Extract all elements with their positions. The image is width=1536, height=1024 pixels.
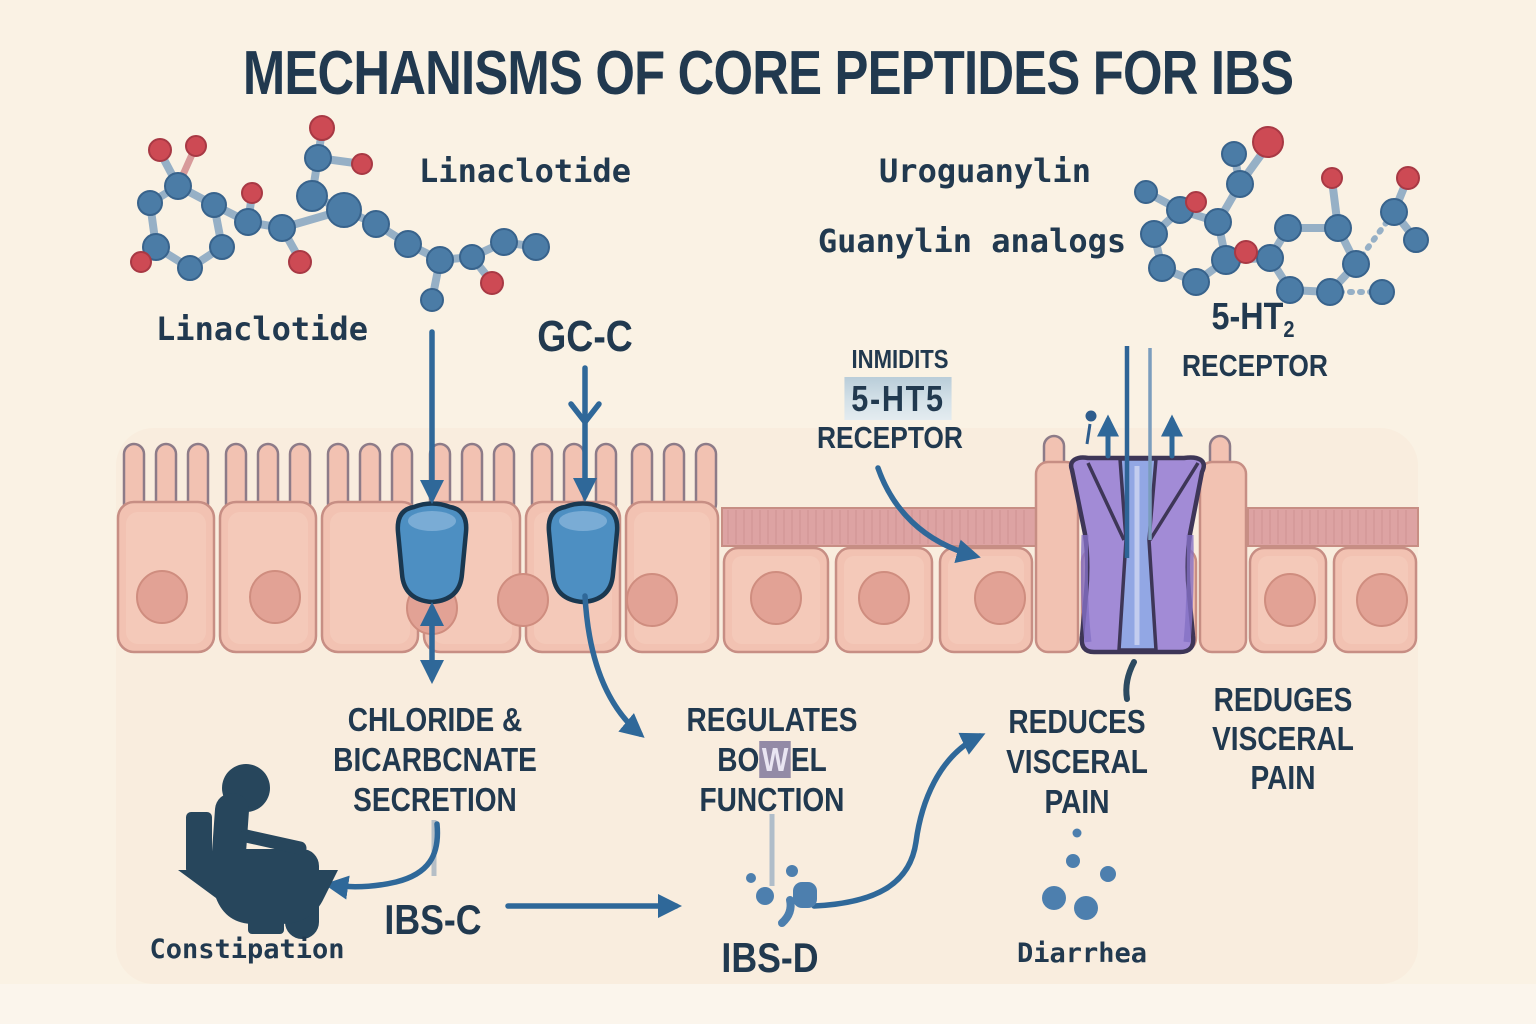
tick-mark bbox=[1123, 659, 1137, 702]
reduces-right-line2: VISCERAL bbox=[1212, 720, 1354, 757]
gcc-receptor-icon bbox=[395, 501, 469, 605]
linaclotide-label-side: Linaclotide bbox=[156, 310, 368, 348]
ibs-d-label: IBS-D bbox=[721, 934, 819, 981]
reduces-mid-line3: PAIN bbox=[1044, 783, 1110, 820]
chloride-line2: BICARBCNATE bbox=[333, 741, 537, 778]
ibs-c-label: IBS-C bbox=[384, 896, 482, 943]
to-reduces-pain-arrow bbox=[811, 732, 986, 909]
inhibits-curved-arrow bbox=[875, 465, 981, 564]
ht2-label: 5-HT2 bbox=[1168, 296, 1338, 343]
regulates-line3: FUNCTION bbox=[699, 781, 845, 818]
to-constipation-arrow bbox=[324, 821, 441, 900]
ht2-prefix: 5-HT bbox=[1211, 296, 1284, 338]
gcc-receptor-icon bbox=[546, 501, 620, 605]
chloride-line1: CHLORIDE & bbox=[347, 701, 523, 738]
diarrhea-droplets-icon bbox=[746, 865, 817, 927]
page-title: MECHANISMS OF CORE PEPTIDES FOR IBS bbox=[242, 39, 1294, 108]
diarrhea-label: Diarrhea bbox=[1016, 938, 1148, 969]
constipation-label: Constipation bbox=[149, 934, 345, 965]
ht2-subscript: 2 bbox=[1283, 316, 1295, 343]
reduces-pain-right-label: REDUGES VISCERAL PAIN bbox=[1139, 680, 1428, 797]
reduces-mid-line2: VISCERAL bbox=[1006, 743, 1148, 780]
reduces-pain-mid-label: REDUCES VISCERAL PAIN bbox=[933, 702, 1222, 822]
bowel-post: EL bbox=[790, 741, 827, 778]
flow-arrows bbox=[324, 329, 1184, 919]
inhibits-line2: 5-HT5 bbox=[813, 377, 983, 420]
ht5-highlighted-text: 5-HT5 bbox=[844, 377, 952, 420]
pin-marker bbox=[1085, 410, 1097, 445]
guanylin-analogs-label: Guanylin analogs bbox=[817, 222, 1127, 260]
inhibits-line1: INMIDITS bbox=[851, 344, 949, 374]
bottom-strip bbox=[0, 984, 1536, 1024]
reduces-right-line3: PAIN bbox=[1250, 759, 1316, 796]
reduces-right-line1: REDUGES bbox=[1213, 681, 1353, 718]
ht2-receptor-label: RECEPTOR bbox=[1182, 348, 1328, 383]
chloride-line3: SECRETION bbox=[353, 781, 517, 818]
guanylin-analog-molecule-icon bbox=[1134, 126, 1429, 306]
person-on-toilet-icon bbox=[178, 764, 338, 939]
regulates-line2: BOWEL bbox=[628, 740, 917, 780]
intestinal-epithelium bbox=[116, 434, 1419, 654]
regulates-line1: REGULATES bbox=[686, 701, 858, 738]
bowel-pre: BO bbox=[717, 741, 760, 778]
serotonin-channel-icon bbox=[1068, 455, 1206, 655]
regulates-bowel-label: REGULATES BOWEL FUNCTION bbox=[628, 700, 917, 820]
to-regulates-arrow bbox=[582, 593, 645, 738]
bowel-glitch-glyph: W bbox=[759, 741, 791, 778]
diarrhea-droplets-icon bbox=[1042, 828, 1116, 920]
gcc-label: GC-C bbox=[537, 312, 633, 361]
gcc-arrow-chevron bbox=[568, 401, 602, 427]
linaclotide-label-top: Linaclotide bbox=[419, 152, 631, 190]
inhibits-line3: RECEPTOR bbox=[817, 420, 963, 455]
linaclotide-molecule-icon bbox=[130, 115, 550, 312]
uroguanylin-label: Uroguanylin bbox=[879, 152, 1091, 190]
reduces-mid-line1: REDUCES bbox=[1008, 703, 1146, 740]
chloride-secretion-label: CHLORIDE & BICARBCNATE SECRETION bbox=[291, 700, 580, 820]
